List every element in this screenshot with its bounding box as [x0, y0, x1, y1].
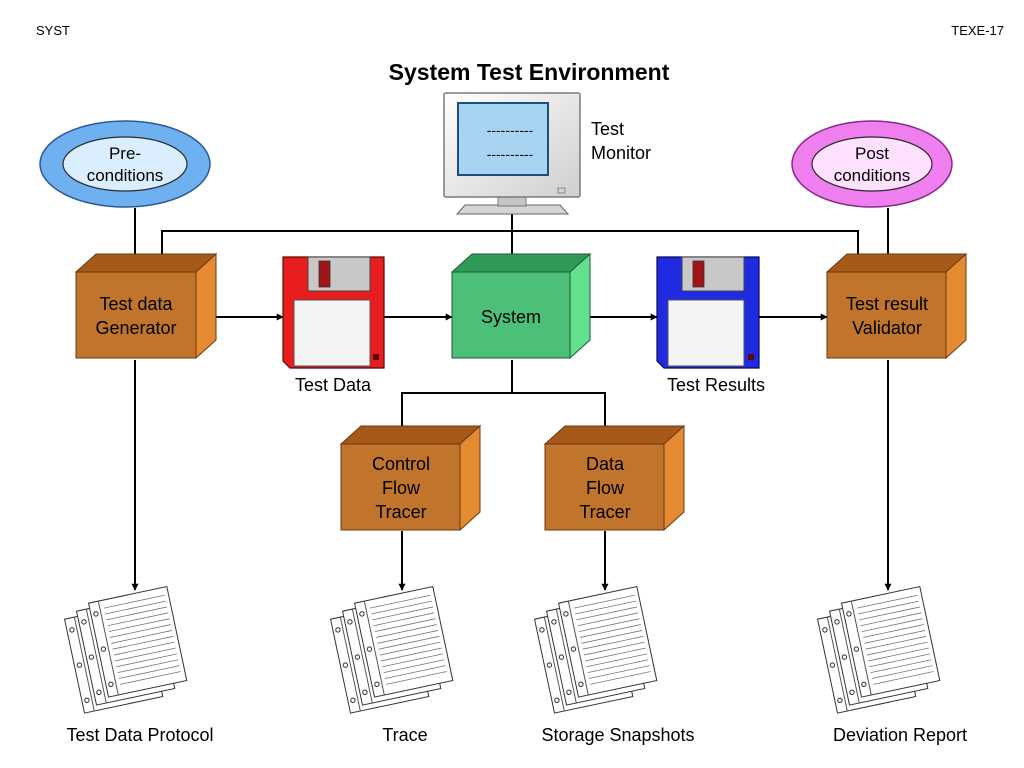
test-monitor-label-line1: Test [591, 119, 624, 139]
pre-conditions-oval: Pre- conditions [39, 120, 211, 208]
dft-side-face [663, 424, 685, 532]
system-box: System [450, 252, 592, 360]
header-left-text: SYST [36, 23, 70, 38]
dft-label-line2: Flow [586, 478, 625, 498]
post-conditions-inner [811, 136, 933, 192]
pre-conditions-line2: conditions [87, 166, 164, 185]
monitor-base [455, 204, 570, 215]
validator-label-line2: Validator [852, 318, 922, 338]
pre-conditions-line1: Pre- [109, 144, 141, 163]
monitor-button [557, 187, 566, 194]
storage-snapshots-label: Storage Snapshots [541, 725, 694, 745]
dft-label-line3: Tracer [579, 502, 630, 522]
generator-side-face [195, 252, 217, 360]
control-flow-tracer-box: Control Flow Tracer [339, 424, 482, 532]
test-data-generator-box: Test data Generator [74, 252, 218, 360]
post-conditions-line1: Post [855, 144, 889, 163]
validator-label-line1: Test result [846, 294, 928, 314]
test-data-protocol-label: Test Data Protocol [66, 725, 213, 745]
edge-system-to-tracers [401, 360, 606, 441]
diagram-title: System Test Environment [389, 59, 670, 85]
generator-label-line1: Test data [99, 294, 173, 314]
header-right-text: TEXE-17 [951, 23, 1004, 38]
test-monitor-label-line2: Monitor [591, 143, 651, 163]
cft-label-line3: Tracer [375, 502, 426, 522]
validator-side-face [945, 252, 967, 360]
trace-label: Trace [382, 725, 427, 745]
monitor-screen [457, 102, 549, 176]
trace-document-icon [330, 586, 454, 714]
test-data-floppy-shutter [307, 256, 371, 292]
cft-label-line2: Flow [382, 478, 421, 498]
test-results-floppy-slot [692, 260, 705, 288]
system-side-face [569, 252, 591, 360]
storage-snapshots-document-icon [534, 586, 658, 714]
cft-top-face [339, 425, 482, 445]
test-data-floppy-slot [318, 260, 331, 288]
monitor-icon: ---------- ---------- [443, 92, 581, 215]
test-results-floppy-icon [656, 256, 760, 369]
test-results-floppy-label-area [667, 299, 745, 367]
validator-top-face [825, 253, 968, 273]
test-results-floppy-notch [748, 354, 754, 360]
system-label: System [481, 307, 541, 327]
cft-side-face [459, 424, 481, 532]
validator-front-face [826, 271, 947, 359]
dft-front-face [544, 443, 665, 531]
test-data-floppy-icon [282, 256, 385, 369]
edge-monitor-bus [161, 230, 862, 273]
test-results-label: Test Results [667, 375, 765, 395]
system-front-face [451, 271, 571, 359]
pre-conditions-inner [62, 136, 188, 192]
test-results-floppy-shutter [681, 256, 745, 292]
test-data-floppy-label-area [293, 299, 371, 367]
connectors [131, 208, 892, 591]
generator-label-line2: Generator [95, 318, 176, 338]
deviation-report-document-icon [817, 586, 941, 714]
dft-label-line1: Data [586, 454, 625, 474]
post-conditions-line2: conditions [834, 166, 911, 185]
system-top-face [450, 253, 592, 273]
data-flow-tracer-box: Data Flow Tracer [543, 424, 686, 532]
test-data-floppy-notch [373, 354, 379, 360]
monitor-screen-line1: ---------- [487, 122, 534, 138]
test-result-validator-box: Test result Validator [825, 252, 968, 360]
generator-front-face [75, 271, 197, 359]
dft-top-face [543, 425, 686, 445]
generator-top-face [74, 253, 218, 273]
monitor-screen-line2: ---------- [487, 146, 534, 162]
cft-label-line1: Control [372, 454, 430, 474]
post-conditions-oval: Post conditions [791, 120, 953, 208]
deviation-report-label: Deviation Report [833, 725, 967, 745]
test-data-label: Test Data [295, 375, 372, 395]
cft-front-face [340, 443, 461, 531]
test-data-protocol-document-icon [64, 586, 188, 714]
